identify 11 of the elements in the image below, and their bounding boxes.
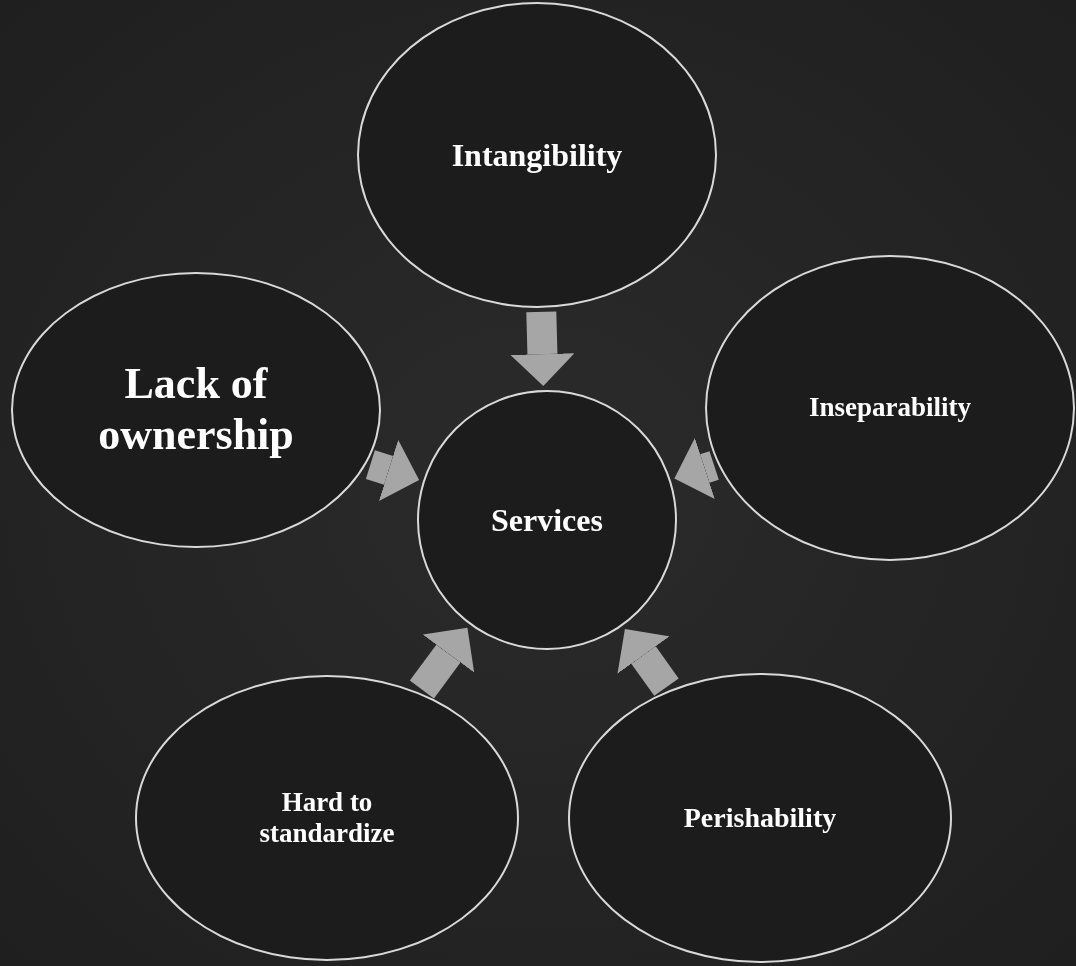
block-arrow <box>617 629 679 696</box>
block-arrow <box>510 311 575 387</box>
node-label: Intangibility <box>451 136 623 174</box>
node-label: Services <box>491 501 603 539</box>
node-label: Inseparability <box>809 392 971 424</box>
block-arrow <box>409 627 475 699</box>
node-label: Perishability <box>683 801 837 835</box>
node-label: Lack of ownership <box>97 359 295 461</box>
block-arrow <box>365 439 420 501</box>
block-arrow <box>674 438 719 499</box>
node-label: Hard to standardize <box>258 786 396 850</box>
